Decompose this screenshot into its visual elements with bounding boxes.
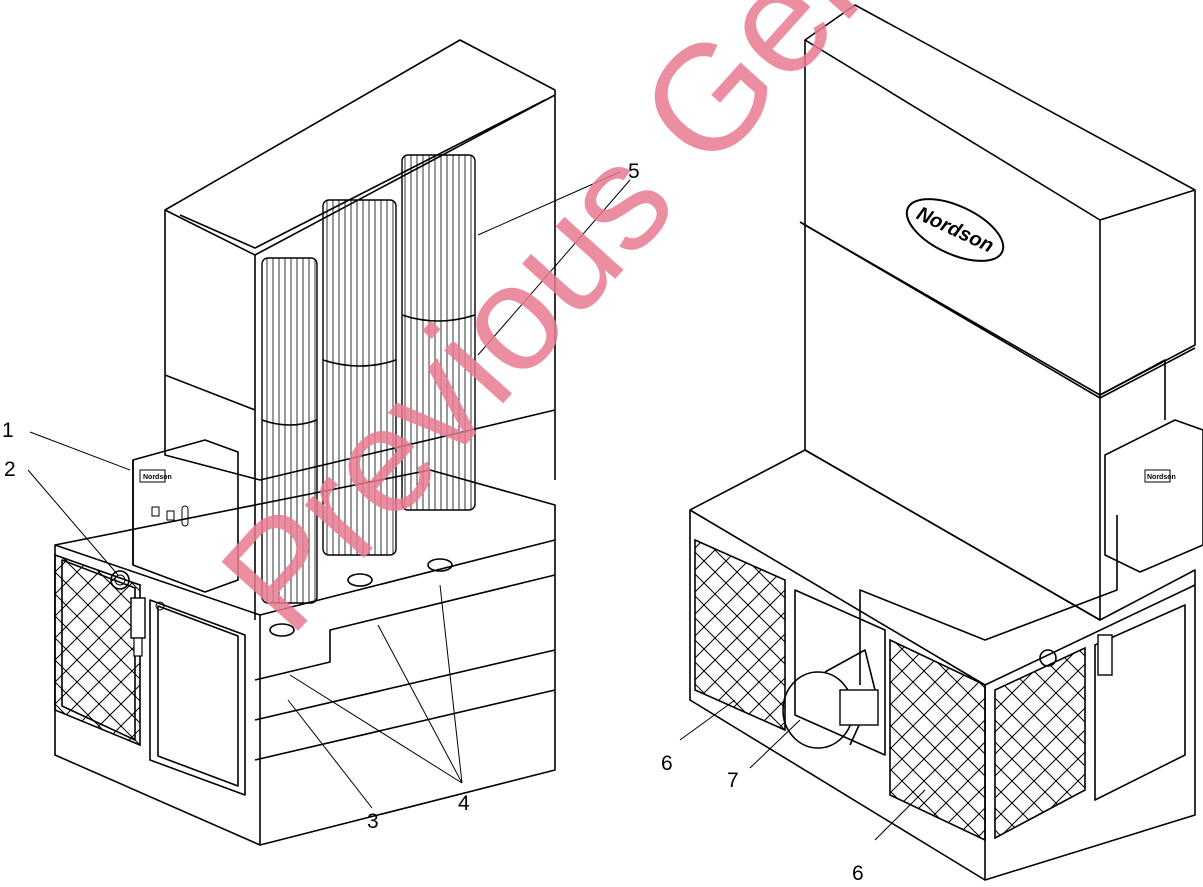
right-upper-housing [804, 4, 1196, 396]
left-access-panel [149, 599, 246, 796]
callout-7: 7 [727, 769, 739, 792]
left-intake-filter [54, 553, 141, 747]
pressure-gauge [110, 570, 130, 590]
callout-labels: 1 2 3 4 5 6 7 6 [2, 160, 864, 885]
callout-5: 5 [628, 160, 640, 183]
right-side-filter [994, 646, 1086, 840]
left-unit: Nordson [54, 39, 556, 846]
leader-lines [27, 171, 926, 841]
air-piping [859, 515, 1118, 685]
right-intake-filter-left [694, 538, 786, 732]
right-base-cabinet [689, 449, 1196, 881]
callout-3: 3 [367, 810, 379, 833]
callout-6b: 6 [852, 862, 864, 885]
air-regulator [130, 597, 146, 639]
right-unit: Nordson Nordson [689, 4, 1203, 881]
callout-2: 2 [4, 458, 16, 481]
panel-logo-right: Nordson [1147, 474, 1176, 481]
nordson-logo-badge [905, 198, 1005, 262]
right-side-panel [1094, 604, 1186, 801]
right-intake-filter-right [889, 638, 986, 842]
filter-cartridges [261, 154, 476, 604]
right-control-box [1104, 419, 1203, 573]
panel-logo-left: Nordson [143, 474, 172, 481]
callout-1: 1 [2, 419, 14, 442]
callout-4: 4 [458, 792, 470, 815]
callout-6a: 6 [661, 752, 673, 775]
